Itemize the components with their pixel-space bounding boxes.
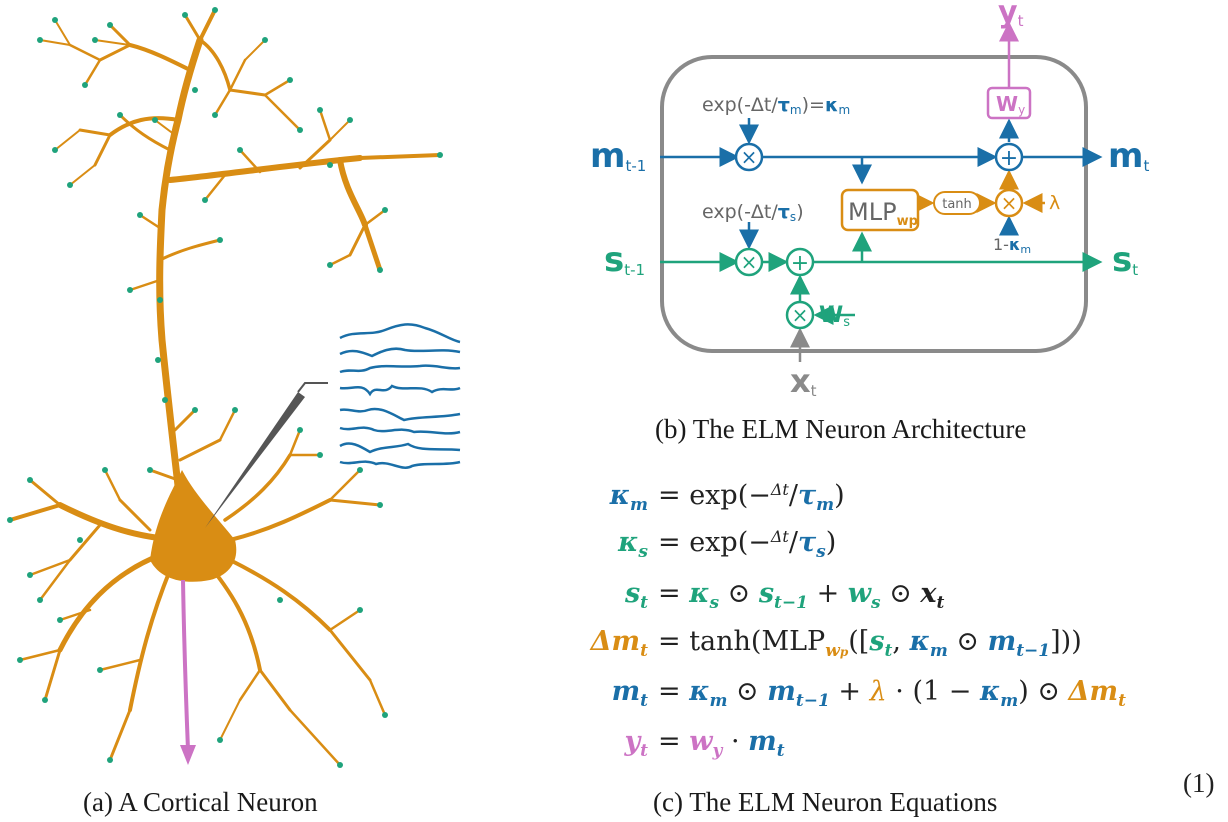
add-symbol: + (791, 251, 809, 276)
s-prev-label: st-1 (604, 240, 645, 280)
equation-delta-m-t: Δmt = tanh(MLPwp([st, κm ⊙ mt−1])) (590, 626, 1082, 661)
s-next-label: st (1112, 240, 1138, 280)
equation-y-t: yt = wy · mt (624, 726, 785, 761)
wy-label: Wy (996, 92, 1025, 117)
voltage-traces (339, 323, 461, 469)
equation-s-t: st = κs ⊙ st−1 + ws ⊙ xt (624, 578, 945, 613)
mult-op-m (734, 142, 764, 172)
tanh-box (933, 191, 981, 215)
mult-op-s (734, 247, 764, 277)
mult-op-lambda (994, 188, 1024, 218)
mlp-box (840, 188, 920, 232)
mlp-label: MLPwp (848, 198, 918, 229)
caption-c: (c) The ELM Neuron Equations (653, 787, 998, 817)
caption-a: (a) A Cortical Neuron (83, 787, 318, 817)
neuron-dendrites (8, 8, 442, 767)
add-op-m (994, 142, 1024, 172)
add-op-s (785, 247, 815, 277)
caption-b: (b) The ELM Neuron Architecture (655, 414, 1027, 444)
equation-kappa-m: κm = exp(−Δt/τm) (609, 480, 845, 515)
equation-number: (1) (1183, 768, 1215, 798)
elm-architecture-diagram: × + × + × × MLPwp tanh Wy exp(-Δt/τm)=κm… (590, 0, 1149, 400)
m-prev-label: mt-1 (590, 136, 646, 176)
axon (181, 579, 190, 751)
ws-label: Ws (819, 303, 850, 330)
axon-arrowhead (180, 745, 196, 765)
wy-box (986, 86, 1032, 120)
cell-boundary (660, 55, 1088, 353)
mult-op-x (785, 300, 815, 330)
recording-electrode (205, 392, 305, 528)
y-output-label: yt (998, 0, 1024, 30)
mult-symbol: × (741, 250, 758, 274)
x-input-label: xt (790, 362, 817, 400)
m-next-label: mt (1108, 136, 1149, 176)
cortical-neuron-illustration (7, 7, 461, 768)
electrode-lead (297, 382, 328, 393)
exp-m-label: exp(-Δt/τm)=κm (702, 94, 850, 117)
mult-symbol: × (792, 303, 809, 327)
mult-symbol: × (1001, 191, 1018, 215)
lambda-label: λ (1049, 192, 1060, 214)
one-minus-kappa-label: 1-κm (993, 235, 1031, 256)
exp-s-label: exp(-Δt/τs) (702, 201, 804, 224)
add-symbol: + (1000, 146, 1018, 171)
tanh-label: tanh (942, 197, 972, 212)
neuron-soma (150, 470, 237, 582)
mult-symbol: × (741, 145, 758, 169)
dendritic-spines (7, 7, 443, 768)
equation-kappa-s: κs = exp(−Δt/τs) (618, 527, 837, 562)
equation-m-t: mt = κm ⊙ mt−1 + λ · (1 − κm) ⊙ Δmt (611, 676, 1126, 711)
